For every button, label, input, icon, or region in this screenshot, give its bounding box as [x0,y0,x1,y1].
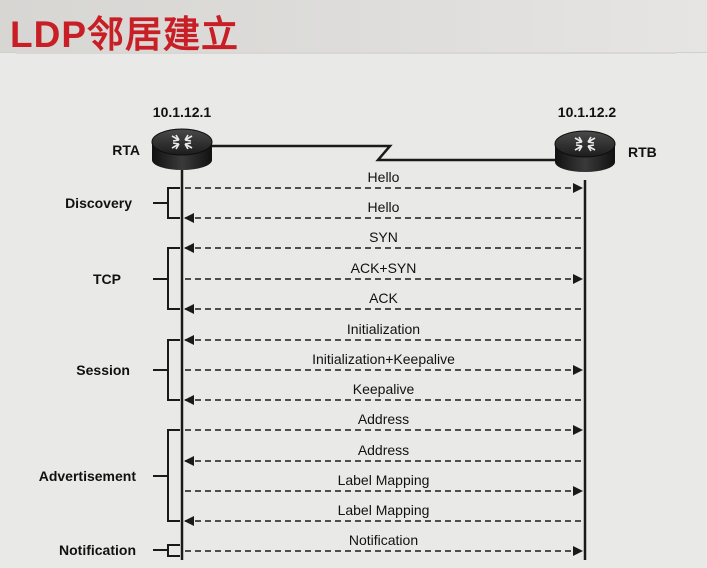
phase-bracket: Notification [59,542,180,558]
message-label: Address [358,442,409,458]
arrow-left-icon [184,395,194,405]
phase-label: Notification [59,542,136,558]
arrow-left-icon [184,304,194,314]
phase-bracket: TCP [93,247,180,310]
arrow-right-icon [573,183,583,193]
message: Initialization+Keepalive [185,351,583,375]
arrow-left-icon [184,335,194,345]
page-title: LDP邻居建立 [10,14,239,55]
message: Address [184,442,582,466]
phase-bracket: Discovery [65,187,180,219]
arrow-right-icon [573,486,583,496]
arrow-left-icon [184,213,194,223]
message-label: SYN [369,229,398,245]
phase-bracket: Session [76,339,180,401]
message-label: Hello [368,199,400,215]
arrow-left-icon [184,456,194,466]
arrow-right-icon [573,274,583,284]
router-arrows-icon [574,136,596,152]
message: SYN [184,229,582,253]
message: Hello [184,199,582,223]
bracket-line [153,247,180,310]
message: Label Mapping [185,472,583,496]
title-bar: LDP邻居建立 [0,0,707,55]
message-label: ACK+SYN [351,260,417,276]
arrow-right-icon [573,546,583,556]
phase-label: Discovery [65,195,132,211]
message: Initialization [184,321,582,345]
message-label: Hello [368,169,400,185]
rtb-ip-label: 10.1.12.2 [558,104,617,120]
arrow-right-icon [573,365,583,375]
message: Address [185,411,583,435]
message: Notification [185,532,583,556]
message-list: HelloHelloSYNACK+SYNACKInitializationIni… [184,169,583,556]
message: Keepalive [184,381,582,405]
message-label: Initialization+Keepalive [312,351,455,367]
message: ACK [184,290,582,314]
wan-link [212,144,556,162]
phase-label: TCP [93,271,121,287]
phase-label: Advertisement [39,468,137,484]
bracket-line [153,339,180,401]
message-label: Initialization [347,321,420,337]
message-label: ACK [369,290,398,306]
bracket-line [153,544,180,557]
router-rta [151,128,213,170]
title-divider [16,52,676,54]
arrow-right-icon [573,425,583,435]
message-label: Label Mapping [338,502,430,518]
message-label: Address [358,411,409,427]
message-label: Keepalive [353,381,415,397]
arrow-left-icon [184,516,194,526]
arrow-left-icon [184,243,194,253]
message-label: Label Mapping [338,472,430,488]
bracket-line [153,187,180,219]
phase-label: Session [76,362,130,378]
rta-ip-label: 10.1.12.1 [153,104,212,120]
message-label: Notification [349,532,418,548]
phase-bracket: Advertisement [39,429,180,522]
rtb-name-label: RTB [628,144,657,160]
rta-name-label: RTA [112,142,140,158]
router-arrows-icon [171,134,193,150]
message: Hello [185,169,583,193]
message: Label Mapping [184,502,582,526]
router-rtb [554,130,616,172]
message: ACK+SYN [185,260,583,284]
bracket-line [153,429,180,522]
